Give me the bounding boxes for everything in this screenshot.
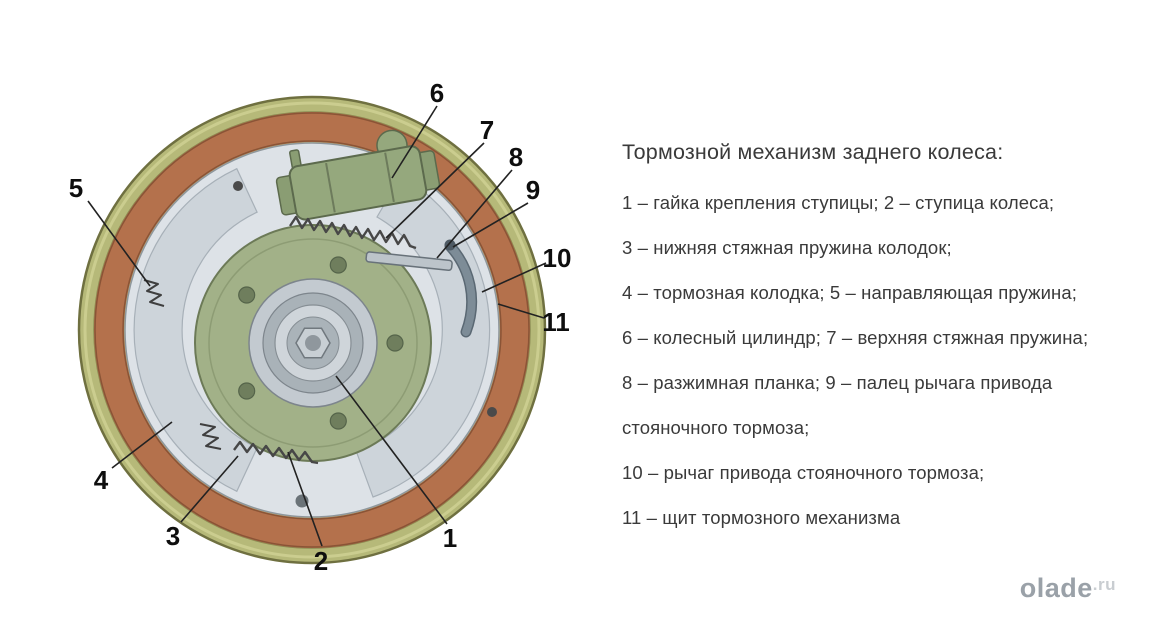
callout-label-1: 1 <box>442 523 458 553</box>
callout-label-5: 5 <box>68 173 84 203</box>
callout-label-2: 2 <box>313 546 329 576</box>
callout-label-6: 6 <box>429 78 445 108</box>
callout-line-2 <box>287 451 323 547</box>
plate-screw <box>487 407 497 417</box>
callout-label-7: 7 <box>479 115 495 145</box>
guide-spring <box>143 279 165 307</box>
legend-line-1: 1 – гайка крепления ступицы; 2 – ступица… <box>622 192 1055 213</box>
callout-line-8 <box>436 169 513 259</box>
watermark: olade.ru <box>1020 573 1116 604</box>
spreader-bar-body <box>365 251 453 272</box>
brake-lining-ring <box>94 112 530 548</box>
hub-bolt-hole <box>386 334 404 352</box>
plate-screw <box>233 181 243 191</box>
wheel-cylinder <box>275 129 441 221</box>
callout-label-10: 10 <box>542 243 572 273</box>
legend-line-8: 11 – щит тормозного механизма <box>622 507 901 528</box>
callout-line-7 <box>385 142 485 239</box>
parking-lever <box>446 242 476 336</box>
legend-line-3: 4 – тормозная колодка; 5 – направляющая … <box>622 282 1078 303</box>
upper-return-spring <box>289 215 417 250</box>
callout-line-3 <box>180 455 239 523</box>
callout-label-8: 8 <box>508 142 524 172</box>
cylinder-body <box>288 145 428 221</box>
legend-line-4: 6 – колесный цилиндр; 7 – верхняя стяжна… <box>622 327 1089 348</box>
hub-bolt-hole <box>238 382 256 400</box>
callout-line-6 <box>391 105 438 179</box>
guide-spring <box>199 423 222 450</box>
lever-pin <box>444 239 456 251</box>
legend-line-2: 3 – нижняя стяжная пружина колодок; <box>622 237 952 258</box>
lining-outer-edge <box>94 112 530 548</box>
brake-diagram-art <box>77 95 547 565</box>
callout-lines <box>87 105 547 547</box>
brake-shoe-left <box>133 167 258 493</box>
callout-line-1 <box>335 375 448 525</box>
callout-label-3: 3 <box>165 521 181 551</box>
drum-highlight-ring <box>83 101 541 559</box>
callout-line-9 <box>452 202 529 248</box>
legend-line-6: стояночного тормоза; <box>622 417 810 438</box>
spreader-bar <box>365 251 453 272</box>
callout-label-4: 4 <box>93 465 109 495</box>
lower-return-spring <box>233 440 319 465</box>
watermark-tld: .ru <box>1092 575 1116 594</box>
cylinder-seam <box>384 152 395 203</box>
callout-line-10 <box>481 262 547 293</box>
brake-diagram: 1 2 3 4 5 6 7 8 9 10 11 <box>68 78 572 576</box>
watermark-brand: olade <box>1019 573 1093 603</box>
axle-end <box>305 335 321 351</box>
legend-line-7: 10 – рычаг привода стояночного тормоза; <box>622 462 985 483</box>
legend-title: Тормозной механизм заднего колеса: <box>622 140 1004 164</box>
legend: Тормозной механизм заднего колеса: 1 – г… <box>622 140 1134 552</box>
legend-line-5: 8 – разжимная планка; 9 – палец рычага п… <box>622 372 1053 393</box>
hub-bolt-hole <box>238 286 256 304</box>
callout-label-11: 11 <box>542 307 570 337</box>
hub-bolt-hole <box>329 256 347 274</box>
callout-line-4 <box>111 421 173 469</box>
callout-line-5 <box>87 200 151 287</box>
hub-bolt-hole <box>329 412 347 430</box>
cylinder-seam <box>325 162 336 213</box>
hub-ring <box>208 238 418 448</box>
callout-line-11 <box>497 303 545 319</box>
callout-label-9: 9 <box>525 175 541 205</box>
